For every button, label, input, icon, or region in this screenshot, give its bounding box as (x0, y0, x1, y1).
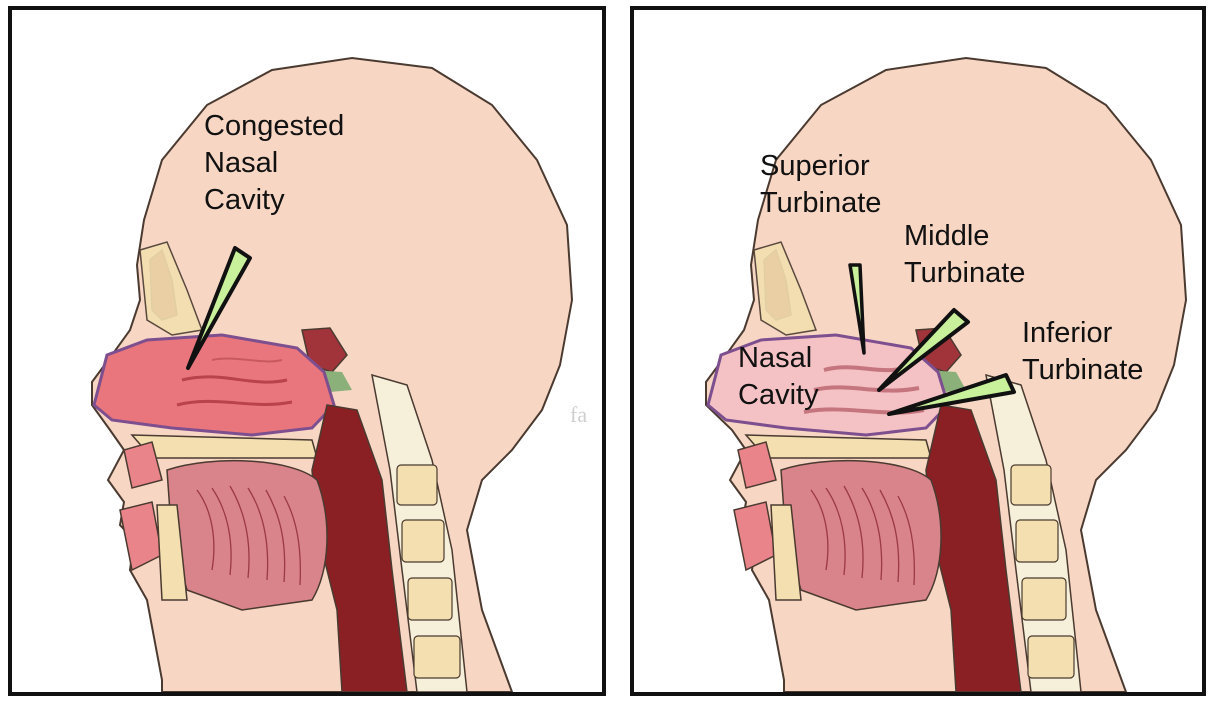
label-line: Superior (760, 148, 881, 185)
panel-turbinates: Superior Turbinate Middle Turbinate Infe… (630, 6, 1206, 696)
label-line: Nasal (738, 340, 819, 377)
label-line: Inferior (1022, 315, 1143, 352)
label-line: Turbinate (1022, 352, 1143, 389)
label-superior-turbinate: Superior Turbinate (760, 148, 881, 222)
label-inferior-turbinate: Inferior Turbinate (1022, 315, 1143, 389)
label-line: Middle (904, 218, 1025, 255)
label-line: Nasal (204, 145, 344, 182)
watermark: fa (570, 402, 587, 428)
label-nasal-cavity: Nasal Cavity (738, 340, 819, 414)
label-line: Cavity (204, 182, 344, 219)
nasal-cavity-congested (94, 335, 334, 435)
label-middle-turbinate: Middle Turbinate (904, 218, 1025, 292)
panel-congested: Congested Nasal Cavity fa (8, 6, 606, 696)
label-congested-nasal-cavity: Congested Nasal Cavity (204, 108, 344, 219)
label-line: Turbinate (760, 185, 881, 222)
label-line: Congested (204, 108, 344, 145)
label-line: Cavity (738, 377, 819, 414)
label-line: Turbinate (904, 255, 1025, 292)
